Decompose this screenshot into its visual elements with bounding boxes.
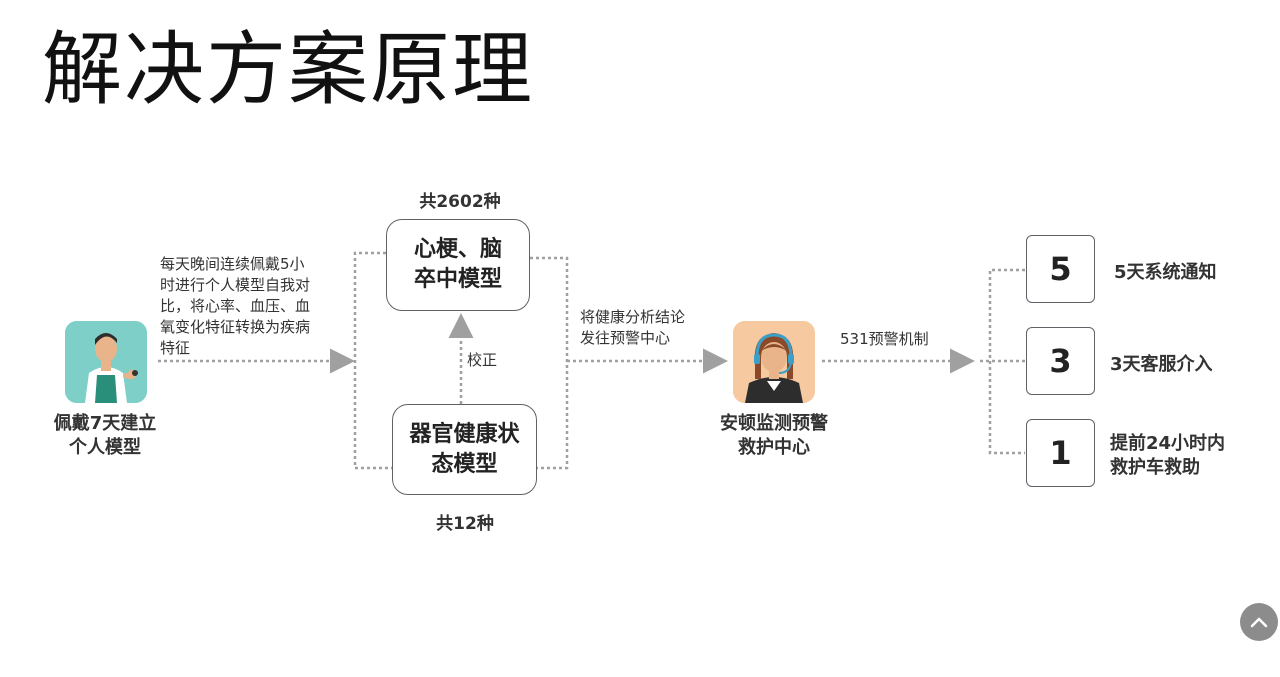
alert-5-number: 5 xyxy=(1026,235,1095,303)
page-title: 解决方案原理 xyxy=(42,23,534,116)
wear-description: 每天晚间连续佩戴5小时进行个人模型自我对比，将心率、血压、血氧变化特征转换为疾病… xyxy=(160,255,311,357)
wear-label-line2: 个人模型 xyxy=(69,437,141,458)
bottom-model-count: 共12种 xyxy=(436,514,494,534)
operator-headset-icon xyxy=(733,321,815,403)
send-line2: 发往预警中心 xyxy=(580,329,671,347)
alert-1-line2: 救护车救助 xyxy=(1110,457,1200,478)
center-label-line2: 救护中心 xyxy=(738,437,810,458)
wear-label-line1: 佩戴7天建立 xyxy=(53,413,157,434)
wear-label: 佩戴7天建立 个人模型 xyxy=(40,412,170,460)
send-line1: 将健康分析结论 xyxy=(580,308,686,326)
center-label: 安顿监测预警 救护中心 xyxy=(700,412,848,460)
organ-model-box: 器官健康状 态模型 xyxy=(392,404,537,495)
alert-1-number: 1 xyxy=(1026,419,1095,487)
scroll-top-button[interactable] xyxy=(1240,603,1278,641)
stroke-model-line1: 心梗、脑 xyxy=(413,237,502,262)
alert-1-text: 提前24小时内 救护车救助 xyxy=(1110,432,1225,480)
calibrate-label: 校正 xyxy=(467,351,498,369)
mechanism-label: 531预警机制 xyxy=(840,330,929,348)
center-label-line1: 安顿监测预警 xyxy=(720,413,828,434)
alert-1-line1: 提前24小时内 xyxy=(1110,433,1226,454)
chevron-up-icon xyxy=(1250,617,1268,628)
organ-model-line1: 器官健康状 xyxy=(409,421,520,447)
person-watch-icon xyxy=(65,321,147,403)
organ-model-line2: 态模型 xyxy=(431,451,498,477)
alert-3-text: 3天客服介入 xyxy=(1110,354,1213,375)
wearer-avatar xyxy=(65,321,147,403)
stroke-model-box: 心梗、脑 卒中模型 xyxy=(386,219,530,311)
send-description: 将健康分析结论 发往预警中心 xyxy=(580,307,720,349)
stroke-model-line2: 卒中模型 xyxy=(413,267,502,292)
alert-5-text: 5天系统通知 xyxy=(1114,262,1217,283)
alert-3-number: 3 xyxy=(1026,327,1095,395)
operator-avatar xyxy=(733,321,815,403)
top-model-count: 共2602种 xyxy=(419,192,501,212)
